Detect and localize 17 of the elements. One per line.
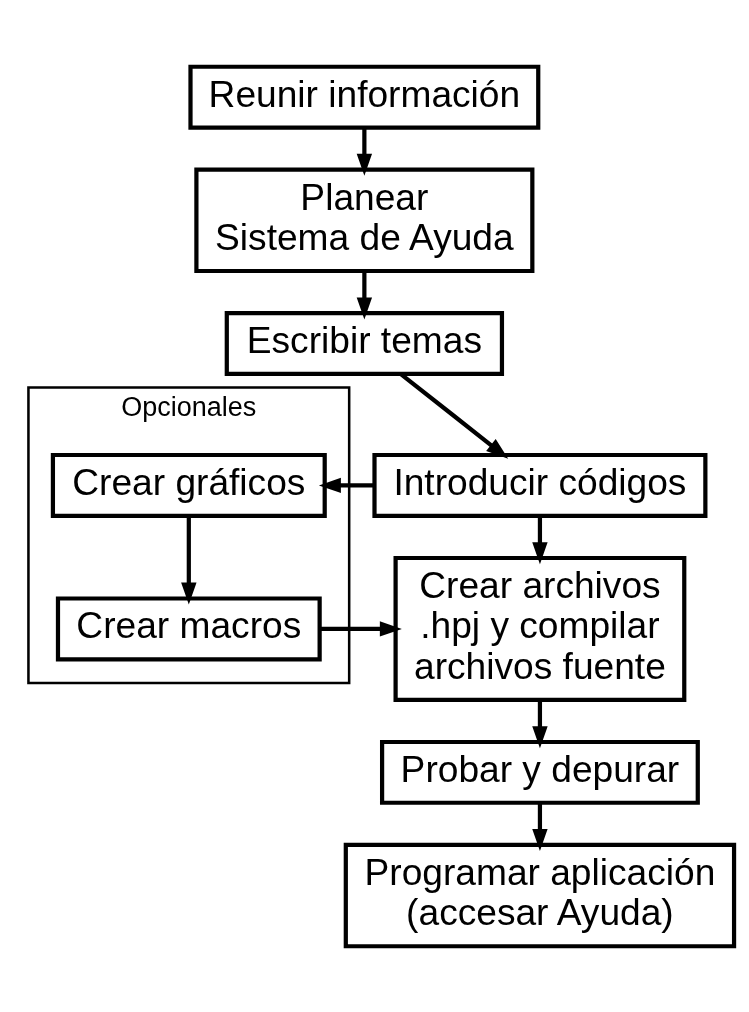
node-box: Escribir temas [224, 310, 505, 376]
node-box: Crear macros [55, 595, 322, 661]
arrow [532, 515, 548, 564]
node-box: Programar aplicación (accesar Ayuda) [343, 842, 737, 948]
arrow [319, 620, 402, 637]
arrow [356, 127, 373, 176]
node-box: Probar y depurar [380, 739, 700, 805]
node-box: Crear gráficos [50, 452, 327, 518]
arrow [318, 477, 374, 493]
node-box: Introducir códigos [372, 452, 708, 518]
node-box: Reunir información [188, 64, 541, 130]
arrow [356, 271, 373, 320]
arrow [181, 515, 197, 605]
node-box: Crear archivos .hpj y compilar archivos fuente [393, 555, 687, 702]
node-box: Planear Sistema de Ayuda [194, 167, 535, 273]
arrow [532, 699, 548, 748]
arrow [532, 802, 548, 851]
